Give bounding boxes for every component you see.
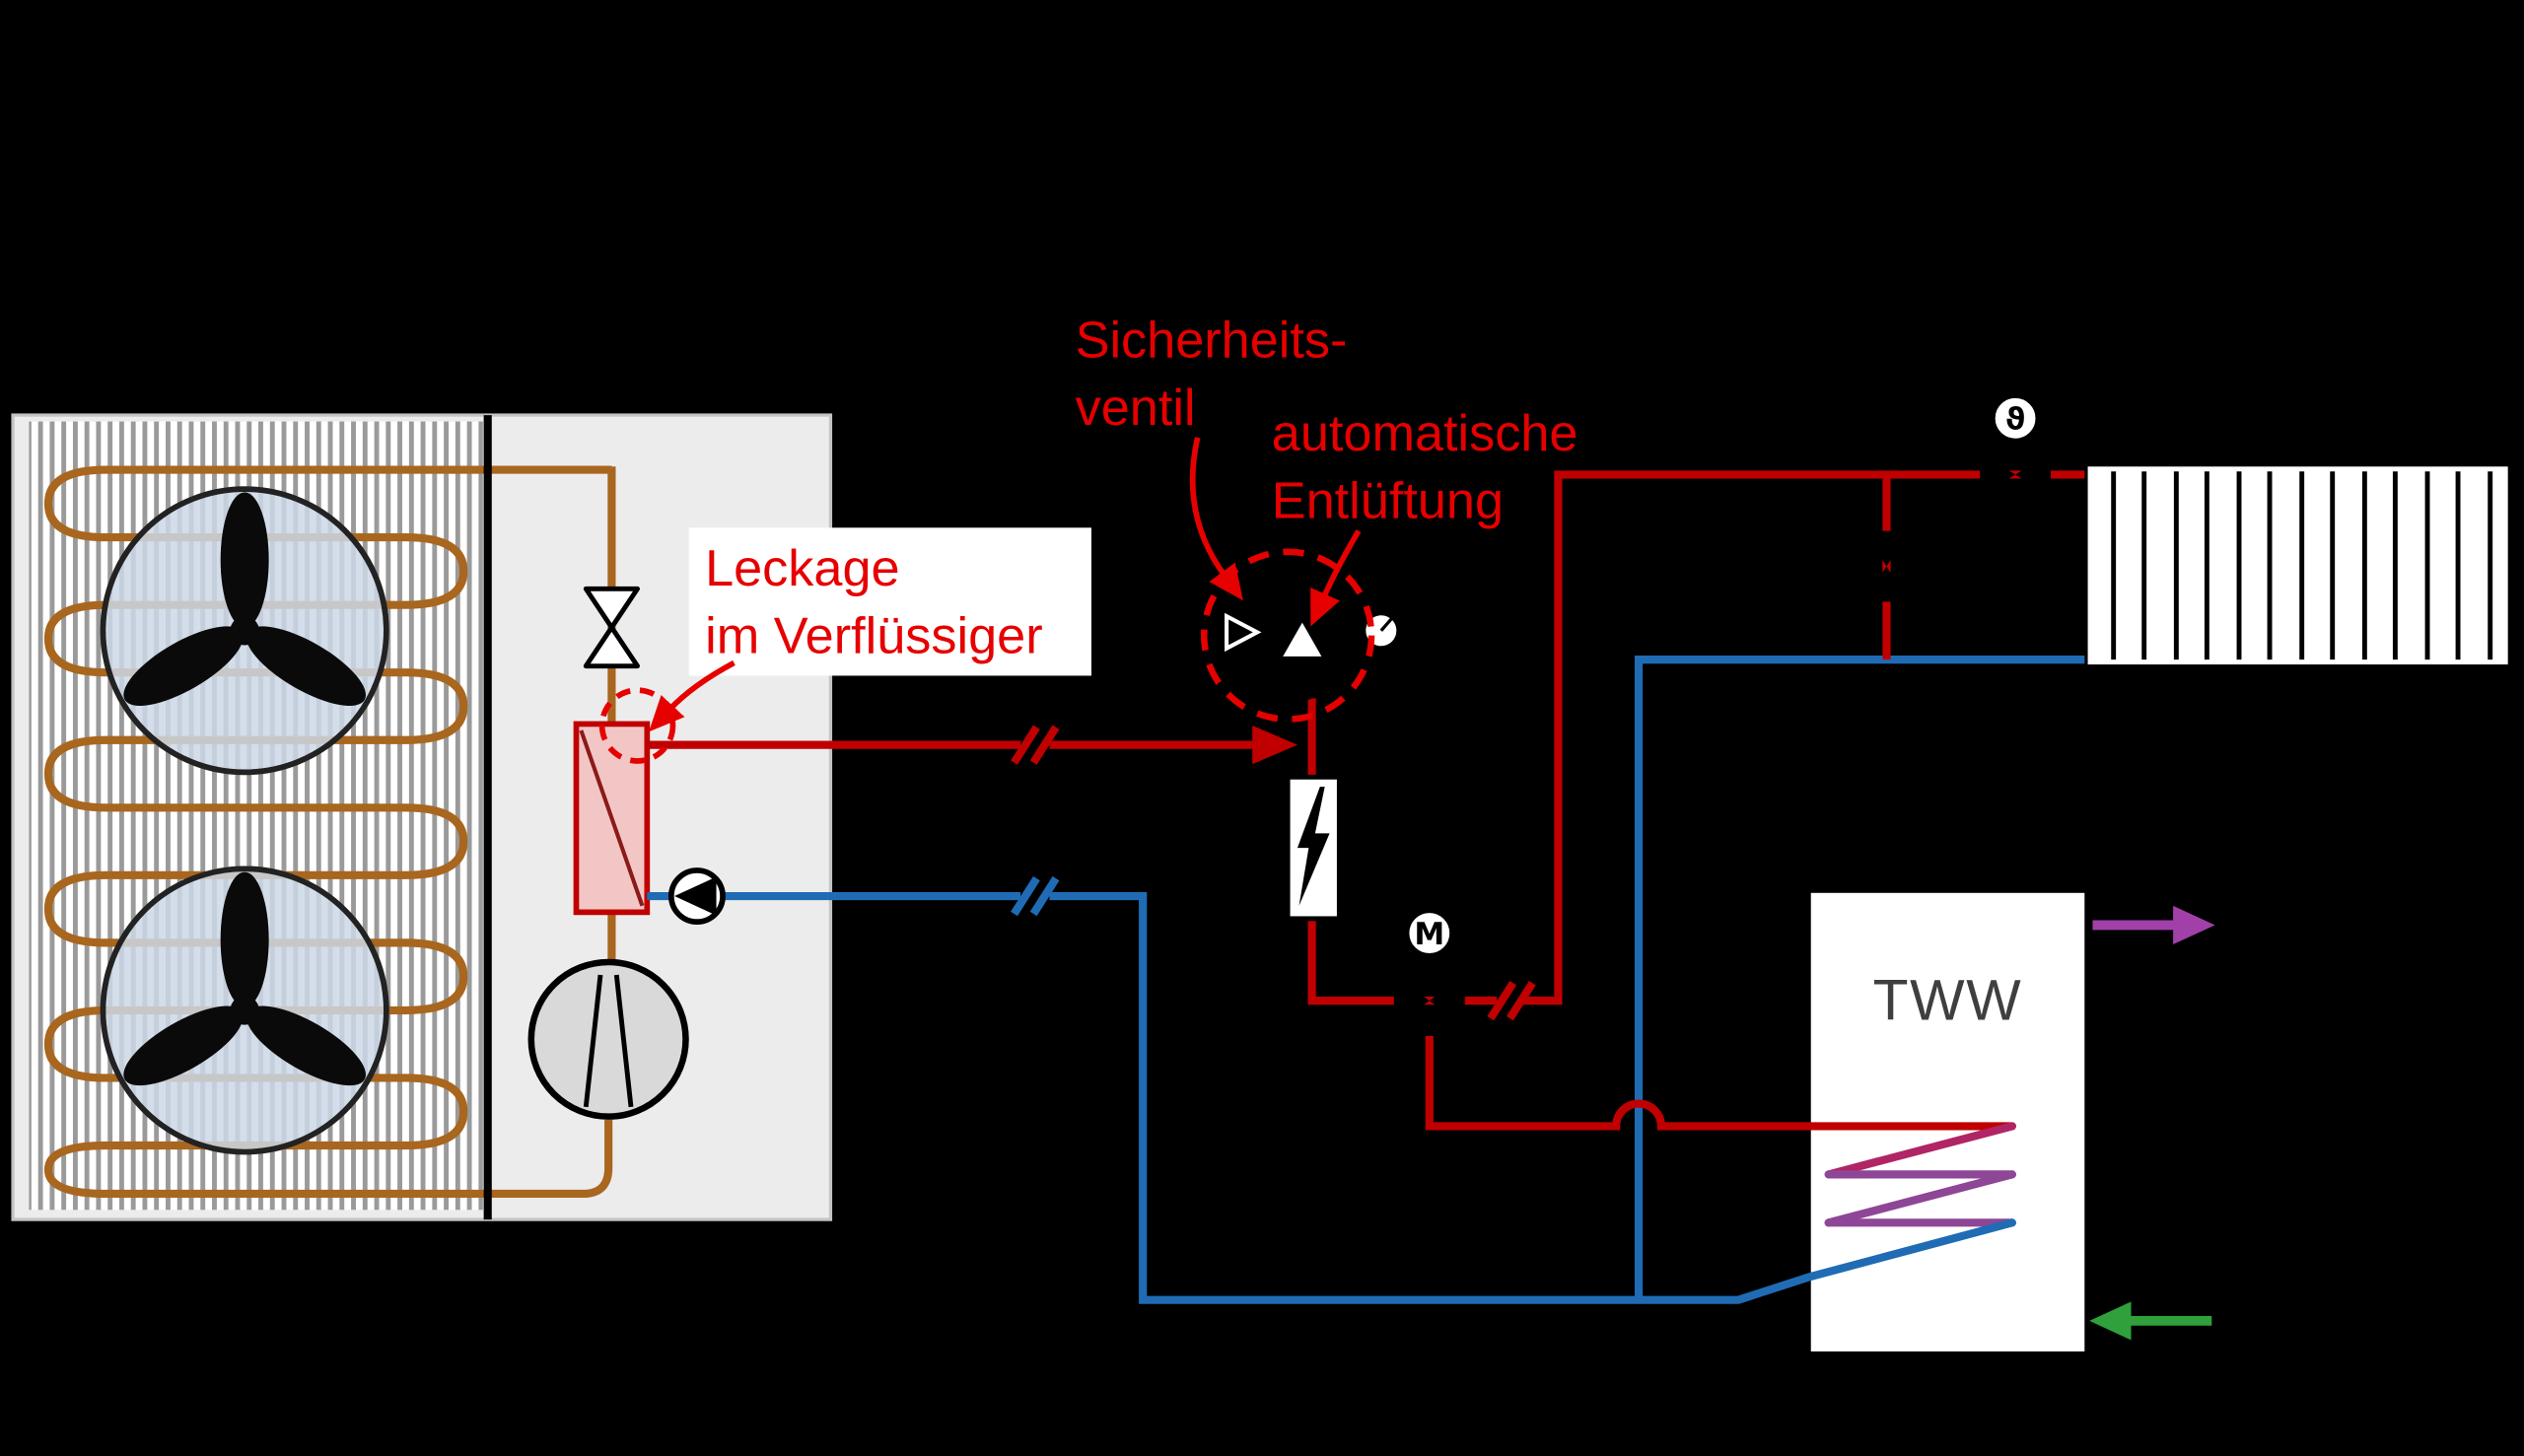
auto-vent-label-line2: Entlüftung [1272,473,1504,530]
return-circuit [647,656,2085,1304]
three-way-valve-bottom [1406,1006,1452,1037]
fan-blade [245,1005,367,1086]
thermostatic-valve-left [1980,451,2016,498]
fan-hub [230,996,259,1025]
thermostat-symbol: ϑ [2005,402,2025,438]
safety-valve-arrow [1189,437,1243,601]
leakage-arrow [649,659,736,732]
fan-top [100,486,389,776]
fan-blade [245,626,367,706]
compressor-body [527,958,689,1120]
coil-segment-mid [1824,1170,2016,1227]
fan-blade [123,626,244,706]
leakage-label-box [688,527,1091,676]
fan-hub [230,616,259,646]
pipe-break-hot-icon [1011,725,1060,765]
auto-vent-arrow [1310,529,1362,627]
safety-valve-label-line2: ventil [1076,380,1196,437]
bypass-valve-bottom [1863,566,1910,602]
fan-blade [123,1005,244,1086]
thermostat-head [1990,393,2041,444]
supply-pipe-radiator [1522,470,2085,1005]
leakage-label-line1: Leckage [705,540,899,597]
pump-safety-group [1220,568,1402,704]
supply-circuit [647,470,2085,1131]
air-vent-icon [1283,622,1322,657]
leakage-label-line2: im Verflüssiger [705,608,1043,665]
coil-segment-cold [1803,1218,2016,1282]
expansion-valve-top-triangle [583,586,640,630]
bypass-valve-top [1863,530,1910,567]
compressor-symbol [583,974,634,1108]
annotations: Leckage im Verflüssiger Sicherheits- ven… [598,312,1578,764]
safety-valve-icon [1225,612,1262,653]
return-pipe-main [1049,891,1809,1304]
motor-actuator [1404,908,1455,958]
three-way-valve-right [1429,975,1465,1027]
dhw-supply-pipe-with-crossing-hop [1425,1026,1816,1131]
refrigerant-coil-pipe [43,465,613,1199]
fan-blade [220,492,269,628]
thermostatic-valve-right [2015,451,2051,498]
fan-bottom-blades [123,871,367,1086]
three-way-valve: M [1393,908,1465,1037]
electric-heater [1285,774,1342,922]
fan-bottom [100,866,389,1155]
condenser [573,721,651,916]
three-way-valve-left [1393,975,1430,1027]
compressor [527,958,689,1120]
thermostatic-valve: ϑ [1980,393,2051,498]
fan-top-blades [123,492,367,706]
pressure-gauge-needle [1379,616,1394,632]
radiator-body [2081,459,2515,671]
dhw-tank-coil [1803,1122,2016,1282]
expansion-valve-bottom-triangle [583,625,640,669]
radiator-return-pipe [1634,656,2085,1300]
fan-blade [220,871,269,1007]
coil-segment-warm [1824,1122,2016,1179]
pipe-break-cold-icon [1011,875,1060,917]
condenser-diagonal [579,729,645,907]
safety-valve-label-line1: Sicherheits- [1076,312,1348,369]
radiator [2081,459,2515,671]
lightning-bolt-icon [1297,787,1330,906]
return-circulation-pump [667,867,726,926]
pump-body [1220,568,1356,704]
bypass-valve [1863,530,1910,602]
dhw-tank-label: TWW [1873,969,2023,1033]
safety-group-highlight-circle [1200,548,1375,723]
pipe-break-hot2-icon [1487,980,1536,1021]
motor-actuator-label: M [1414,917,1444,952]
expansion-valve [583,586,640,669]
return-pump-direction-icon [674,876,717,916]
auto-vent-label-line1: automatische [1272,405,1578,462]
radiator-sections [2111,471,2493,660]
